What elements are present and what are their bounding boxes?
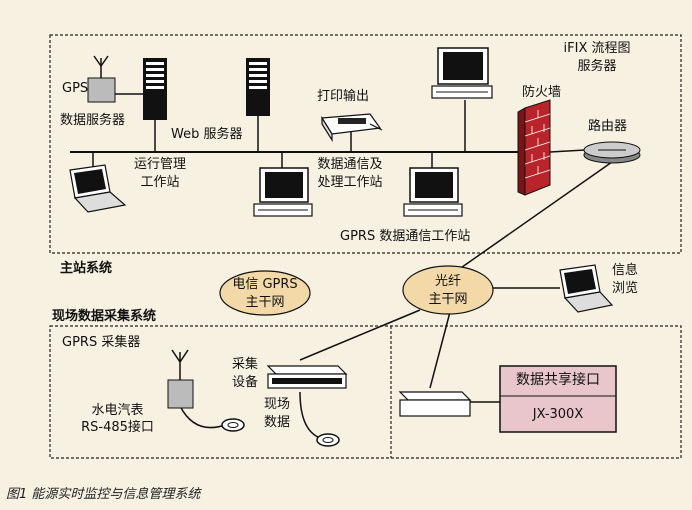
- firewall-icon: [517, 99, 551, 196]
- bottom-system-title: 现场数据采集系统: [52, 309, 157, 324]
- comm-label-line1: 数据通信及: [317, 157, 383, 172]
- router-fiber-link: [454, 161, 613, 273]
- gprs-comm-label: GPRS 数据通信工作站: [340, 229, 471, 244]
- firewall-label: 防火墙: [522, 85, 562, 100]
- top-system-title: 主站系统: [60, 261, 113, 276]
- ifix-label-line2: 服务器: [577, 59, 617, 74]
- ops-laptop-icon: [69, 164, 127, 213]
- comm-station-computer-icon: [253, 167, 313, 217]
- figure-caption: 图1 能源实时监控与信息管理系统: [6, 487, 201, 502]
- data-server-icon: [143, 58, 167, 120]
- fiber-line2: 主干网: [428, 292, 468, 307]
- equip-line1: 采集: [232, 357, 259, 372]
- router-icon: [583, 141, 641, 164]
- telecom-gprs-ellipse: [219, 270, 311, 316]
- telecom-line1: 电信 GPRS: [232, 277, 298, 292]
- printer-icon: [320, 113, 383, 143]
- print-output-label: 打印输出: [317, 89, 370, 104]
- web-server-label: Web 服务器: [171, 127, 243, 142]
- ifix-label-line1: iFIX 流程图: [563, 41, 631, 56]
- field-coil-icon: [316, 433, 340, 447]
- share-title: 数据共享接口: [516, 372, 600, 388]
- data-share-interface-box: [499, 365, 617, 433]
- equip-line2: 设备: [232, 375, 259, 390]
- bottom-system-border: [49, 325, 682, 459]
- network-switch-icon: [398, 391, 472, 417]
- gps-antenna-icon: [87, 55, 116, 103]
- gprs-station-computer-icon: [403, 167, 463, 217]
- field-line1: 现场: [264, 397, 291, 412]
- data-server-label: 数据服务器: [60, 113, 126, 128]
- meter-line2: RS-485接口: [81, 420, 154, 435]
- browse-line2: 浏览: [612, 281, 639, 296]
- meter-line1: 水电汽表: [91, 403, 144, 418]
- gps-label: GPS: [62, 81, 89, 96]
- collection-equipment-icon: [266, 365, 348, 389]
- gprs-collector-label: GPRS 采集器: [62, 335, 141, 350]
- web-server-icon: [246, 58, 270, 116]
- browse-laptop-icon: [559, 264, 614, 313]
- telecom-line2: 主干网: [245, 295, 285, 310]
- top-system-border: [49, 34, 682, 254]
- field-line2: 数据: [264, 415, 291, 430]
- comm-label-line2: 处理工作站: [317, 175, 383, 190]
- ops-label-line2: 工作站: [140, 175, 180, 190]
- router-label: 路由器: [588, 119, 628, 134]
- fiber-line1: 光纤: [434, 274, 461, 289]
- share-model: JX-300X: [532, 407, 584, 422]
- gprs-collector-icon: [167, 349, 194, 409]
- ifix-server-computer-icon: [431, 47, 493, 99]
- meter-coil-icon: [221, 418, 245, 432]
- fiber-backbone-ellipse: [402, 265, 494, 315]
- browse-line1: 信息: [612, 263, 639, 278]
- ops-label-line1: 运行管理: [133, 157, 186, 172]
